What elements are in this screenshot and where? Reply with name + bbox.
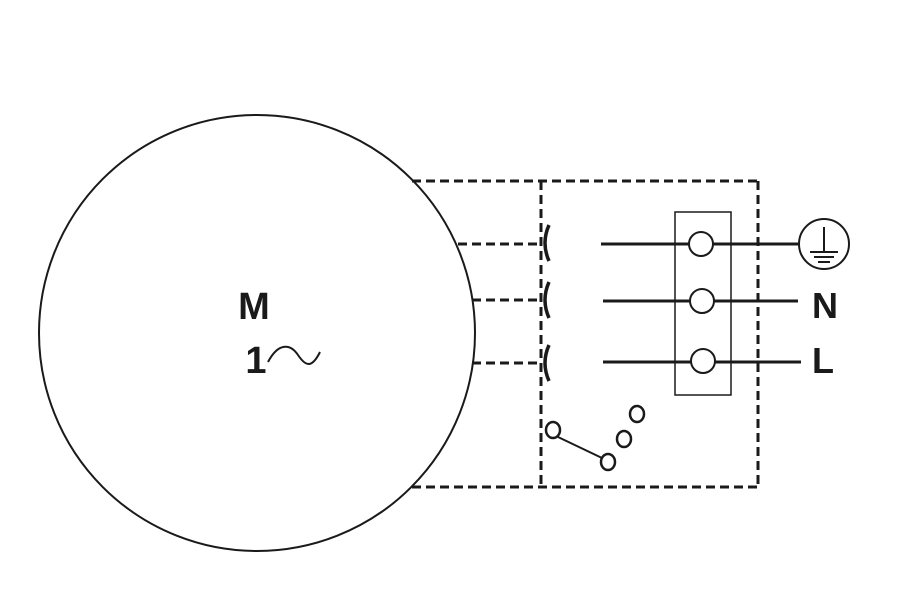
- connector-brackets: [543, 224, 551, 382]
- line-label: L: [812, 340, 834, 381]
- terminal-screw-ground: [688, 231, 714, 257]
- connector-bracket-line: [543, 344, 551, 382]
- selector-switch: [544, 404, 646, 472]
- switch-contact-common: [544, 420, 562, 440]
- ac-tilde-icon: [267, 345, 321, 365]
- terminal-screws: [688, 231, 716, 374]
- motor-leads: [458, 242, 540, 365]
- terminal-screw-neutral: [689, 288, 715, 314]
- switch-contact-1: [599, 452, 617, 472]
- terminal-screw-line: [690, 348, 716, 374]
- ground-icon: [798, 218, 850, 270]
- motor-circle: [38, 114, 476, 552]
- connector-bracket-ground: [543, 224, 551, 262]
- switch-contact-3: [628, 404, 646, 424]
- motor-symbol: M: [238, 286, 270, 328]
- motor-phase-number: 1: [245, 340, 266, 382]
- switch-blade: [557, 436, 603, 459]
- neutral-label: N: [812, 285, 838, 326]
- switch-contact-2: [615, 429, 633, 449]
- terminal-box-outline: [412, 179, 760, 489]
- connector-bracket-neutral: [543, 281, 551, 319]
